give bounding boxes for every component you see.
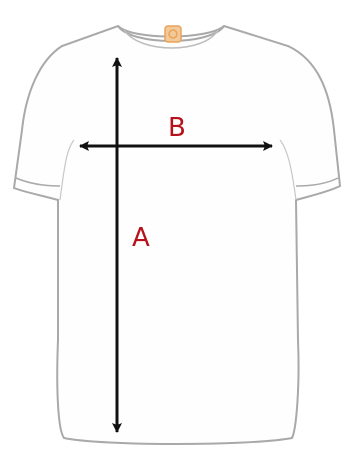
measurement-b-label: B [168, 113, 186, 143]
tshirt-icon [14, 26, 340, 444]
measurement-a-label: A [132, 223, 150, 253]
brand-tag-icon [165, 26, 181, 42]
shirt-outline [14, 26, 340, 444]
